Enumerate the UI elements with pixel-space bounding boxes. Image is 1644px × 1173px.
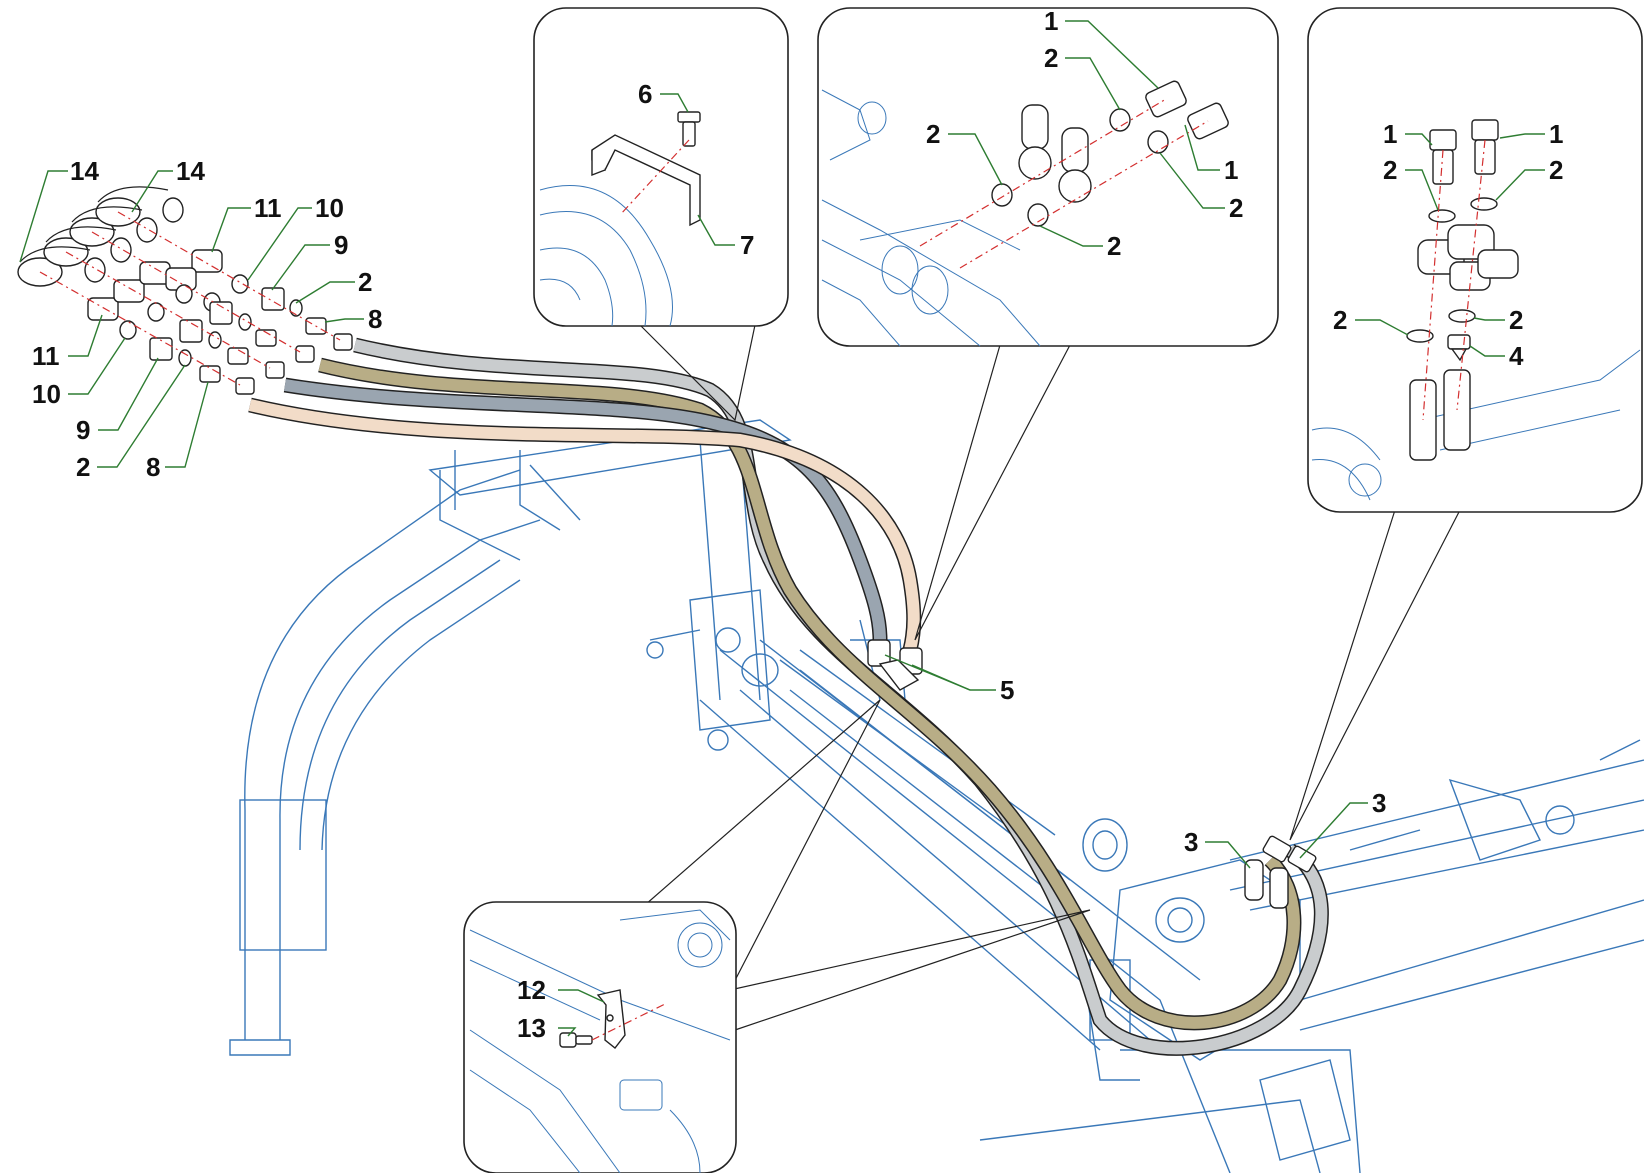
callout-13: 13 [517, 1013, 546, 1043]
callout-11-top: 11 [254, 193, 282, 223]
callout-2-middle-left: 2 [926, 119, 940, 149]
callout-3-right: 3 [1372, 788, 1386, 818]
adapter-group [199, 317, 353, 395]
callout-2-right-lower-left: 2 [1333, 305, 1347, 335]
callout-2-middle-bottom: 2 [1107, 231, 1121, 261]
callout-10-bottom: 10 [32, 379, 61, 409]
hydraulic-hoses [248, 337, 1329, 1056]
callout-9-top: 9 [334, 230, 348, 260]
washer-group [178, 299, 303, 367]
callout-2-right-lower-right: 2 [1509, 305, 1523, 335]
callout-8-bottom: 8 [146, 452, 160, 482]
callout-1-right-right: 1 [1549, 119, 1563, 149]
coupling-assembly [17, 186, 353, 395]
callout-8-top: 8 [368, 304, 382, 334]
callout-labels: 14 14 11 10 9 2 8 11 10 9 2 8 6 7 5 1 2 … [32, 6, 1563, 1043]
callout-1-right-left: 1 [1383, 119, 1397, 149]
callout-7: 7 [740, 230, 754, 260]
detail-box-clamp [463, 699, 1091, 1173]
callout-2-middle-right: 2 [1229, 193, 1243, 223]
detail-box-banjo [817, 7, 1279, 641]
callout-10-top: 10 [315, 193, 344, 223]
callout-9-bottom: 9 [76, 415, 90, 445]
callout-11-bottom: 11 [32, 341, 60, 371]
callout-14-left: 14 [70, 156, 99, 186]
callout-5: 5 [1000, 675, 1014, 705]
callout-2-top-middle: 2 [1044, 43, 1058, 73]
callout-2-right-upper-right: 2 [1549, 155, 1563, 185]
callout-2-bottom-left: 2 [76, 452, 90, 482]
callout-4: 4 [1509, 341, 1524, 371]
callout-1-middle-right: 1 [1224, 155, 1238, 185]
detail-box-valve [1289, 7, 1643, 841]
callout-12: 12 [517, 975, 546, 1005]
callout-3-left: 3 [1184, 827, 1198, 857]
detail-box-bracket [533, 7, 789, 422]
callout-2-top-left: 2 [358, 267, 372, 297]
callout-6: 6 [638, 79, 652, 109]
callout-1-top-middle: 1 [1044, 6, 1058, 36]
nut-group [149, 287, 285, 361]
coupler-group [87, 249, 223, 321]
machine-frame [229, 419, 1644, 1173]
callout-14-right: 14 [176, 156, 205, 186]
leader-lines [19, 20, 1545, 1037]
callout-2-right-upper-left: 2 [1383, 155, 1397, 185]
